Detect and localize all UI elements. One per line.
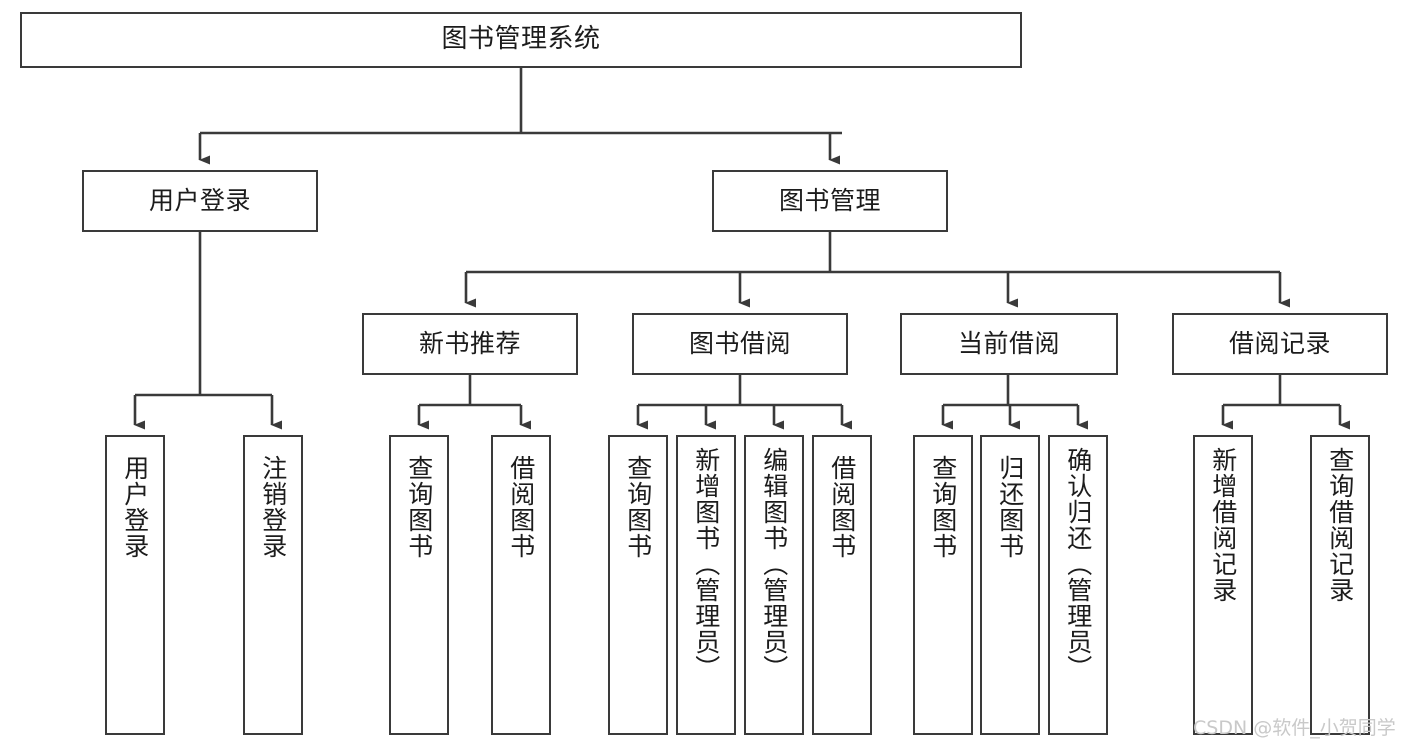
node-leaf-query-record-label: 查询借阅记录 [1325, 447, 1355, 603]
node-leaf-logout[interactable]: 注销登录 [243, 435, 303, 735]
node-leaf-add-book-label: 新增图书（管理员） [691, 447, 721, 681]
node-leaf-query-book-2-label: 查询图书 [623, 455, 653, 559]
node-borrow-record-label: 借阅记录 [1228, 328, 1331, 358]
node-leaf-borrow-book-1-label: 借阅图书 [506, 455, 536, 559]
node-leaf-user-login-label: 用户登录 [120, 455, 150, 559]
node-leaf-add-record-label: 新增借阅记录 [1208, 447, 1238, 603]
node-leaf-query-book-3-label: 查询图书 [928, 455, 958, 559]
node-leaf-borrow-book-2[interactable]: 借阅图书 [812, 435, 872, 735]
node-leaf-query-book-2[interactable]: 查询图书 [608, 435, 668, 735]
node-leaf-add-book[interactable]: 新增图书（管理员） [676, 435, 736, 735]
node-leaf-query-record[interactable]: 查询借阅记录 [1310, 435, 1370, 735]
node-book-manage-label: 图书管理 [778, 185, 881, 215]
node-book-borrow-label: 图书借阅 [688, 328, 791, 358]
node-book-manage[interactable]: 图书管理 [712, 170, 948, 232]
node-book-borrow[interactable]: 图书借阅 [632, 313, 848, 375]
node-root[interactable]: 图书管理系统 [20, 12, 1022, 68]
node-leaf-confirm-return-label: 确认归还（管理员） [1063, 447, 1093, 681]
node-new-book-recommend[interactable]: 新书推荐 [362, 313, 578, 375]
node-leaf-query-book-1[interactable]: 查询图书 [389, 435, 449, 735]
node-leaf-query-book-1-label: 查询图书 [404, 455, 434, 559]
node-leaf-return-book[interactable]: 归还图书 [980, 435, 1040, 735]
node-leaf-logout-label: 注销登录 [258, 455, 288, 559]
node-leaf-edit-book[interactable]: 编辑图书（管理员） [744, 435, 804, 735]
node-user-login-label: 用户登录 [148, 185, 251, 215]
node-user-login[interactable]: 用户登录 [82, 170, 318, 232]
node-leaf-confirm-return[interactable]: 确认归还（管理员） [1048, 435, 1108, 735]
node-leaf-user-login[interactable]: 用户登录 [105, 435, 165, 735]
node-current-borrow[interactable]: 当前借阅 [900, 313, 1118, 375]
node-leaf-query-book-3[interactable]: 查询图书 [913, 435, 973, 735]
node-root-label: 图书管理系统 [441, 24, 601, 55]
node-borrow-record[interactable]: 借阅记录 [1172, 313, 1388, 375]
node-leaf-add-record[interactable]: 新增借阅记录 [1193, 435, 1253, 735]
node-new-book-recommend-label: 新书推荐 [418, 328, 521, 358]
node-leaf-edit-book-label: 编辑图书（管理员） [759, 447, 789, 681]
node-leaf-borrow-book-2-label: 借阅图书 [827, 455, 857, 559]
node-leaf-borrow-book-1[interactable]: 借阅图书 [491, 435, 551, 735]
node-leaf-return-book-label: 归还图书 [995, 455, 1025, 559]
node-current-borrow-label: 当前借阅 [957, 328, 1060, 358]
